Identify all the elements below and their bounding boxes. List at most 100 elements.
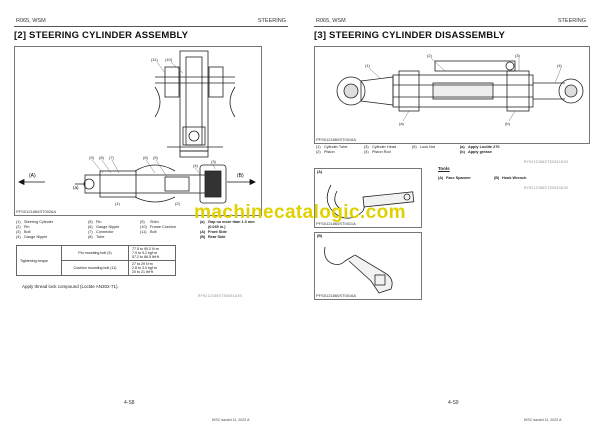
legend-num: (11) xyxy=(140,230,147,235)
tool-b-caption: PFS0121860ST0016A xyxy=(316,293,357,298)
legend-num: (a) xyxy=(460,145,465,149)
legend-row: (2)Pin(6)Gauge Nipple(10)Frame Cushion xyxy=(16,225,194,230)
tool-b-label: (B) xyxy=(317,234,323,238)
table-row: Cushion mounting bolt (11) 27 to 29 N·m … xyxy=(17,260,176,276)
hook-wrench-drawing xyxy=(324,246,393,294)
assembly-figure: (A) (B) (a) (11) (10) (9) (8) (7) (6) (5… xyxy=(14,46,262,216)
legend-row: (0.039 in.) xyxy=(200,225,255,230)
figure-caption: PFS0121860ST0016A xyxy=(316,137,357,142)
legend-num: (4) xyxy=(364,150,369,155)
legend-text: Bolt xyxy=(150,230,157,235)
legend-row: (A)Front Side xyxy=(200,230,255,235)
tool-a-figure xyxy=(314,168,422,228)
legend-num: (4) xyxy=(16,235,21,240)
legend-row: (A)Face Spanner (B)Hook Wrench xyxy=(438,176,526,181)
page-number: 4-S9 xyxy=(448,400,459,406)
legend-text: Face Spanner xyxy=(446,176,471,180)
legend-text: Steering Cylinder xyxy=(24,220,54,224)
tool-a-caption: PFS0121860ST0011A xyxy=(316,221,356,226)
legend-num: (A) xyxy=(438,176,444,180)
right-page: R065, WSM STEERING [3] STEERING CYLINDER… xyxy=(300,0,600,424)
figure-caption: PFS0121860ST0026A xyxy=(16,209,57,214)
torque-table: Tightening torque Pin mounting bolt (3) … xyxy=(16,245,176,276)
legend-num: (7) xyxy=(88,230,93,235)
legend-num: (1) xyxy=(16,220,21,224)
document-code: RY9212186STS0053US0 xyxy=(524,186,569,190)
header-rule xyxy=(14,26,288,27)
svg-text:(9): (9) xyxy=(89,155,95,160)
svg-text:(6): (6) xyxy=(143,155,149,160)
svg-text:(a): (a) xyxy=(399,121,405,126)
parts-legend: (1)Steering Cylinder (5)Pin (9) Shim (2)Pin… xyxy=(16,220,194,240)
legend-num: (1) xyxy=(316,145,321,149)
legend-row: (a)Gap no more than 1.0 mm xyxy=(200,220,255,225)
legend-text: Apply Loctite 270 xyxy=(468,145,500,149)
svg-text:(3): (3) xyxy=(211,159,217,164)
torque-value: 77.5 to 90.2 N·m xyxy=(132,247,159,251)
torque-value: 7.9 to 9.2 kgf·m xyxy=(132,251,157,255)
legend-row: (1)Cylinder Tube(3)Cylinder Head(5)Lock … xyxy=(316,145,499,150)
footer-issue: KiSC issued 11, 2022 A xyxy=(524,418,562,422)
svg-text:(A): (A) xyxy=(29,173,36,179)
legend-num: (5) xyxy=(88,220,93,224)
header-model: R065, WSM xyxy=(16,18,46,24)
table-row: Tightening torque Pin mounting bolt (3) … xyxy=(16,245,176,276)
legend-num: (a) xyxy=(200,220,205,224)
torque-values: 27 to 29 N·m 2.8 to 3.0 kgf·m 20 to 21 l… xyxy=(128,260,176,276)
svg-text:(2): (2) xyxy=(427,53,433,58)
svg-text:(5): (5) xyxy=(153,155,159,160)
legend-text: Cylinder Tube xyxy=(324,145,348,149)
legend-num: (2) xyxy=(16,225,21,230)
legend-num: (8) xyxy=(88,235,93,240)
assembly-drawing: (A) (B) (a) (11) (10) (9) (8) (7) (6) (5… xyxy=(18,50,256,206)
tool-a-label: (A) xyxy=(317,170,323,174)
face-spanner-drawing xyxy=(326,184,415,219)
tools-heading: Tools xyxy=(438,166,450,171)
legend-row: (2)Piston(4)Piston Rod(b)Apply grease xyxy=(316,150,499,155)
legend-num: (9) xyxy=(140,220,145,224)
torque-value: 20 to 21 lbf·ft xyxy=(132,270,153,274)
header-rule xyxy=(314,26,588,27)
torque-values: 77.5 to 90.2 N·m 7.9 to 9.2 kgf·m 57.2 t… xyxy=(128,245,176,261)
legend-text: Rear Side xyxy=(208,235,226,240)
header-section: STEERING xyxy=(557,18,586,24)
legend-row: (1)Steering Cylinder (5)Pin (9) Shim xyxy=(16,220,194,225)
legend-num: (3) xyxy=(16,230,21,235)
legend-row: (B)Rear Side xyxy=(200,235,255,240)
page-number: 4-S8 xyxy=(124,400,135,406)
legend-num: (b) xyxy=(460,150,465,155)
legend-text: Shim xyxy=(150,220,159,224)
svg-text:(1): (1) xyxy=(365,63,371,68)
dimension-legend: (a)Gap no more than 1.0 mm (0.039 in.) (… xyxy=(200,220,255,240)
legend-num: (5) xyxy=(412,145,417,149)
footer-issue: KiSC issued 11, 2022 A xyxy=(212,418,250,422)
thread-lock-note: Apply thread lock compound (Loctite AN30… xyxy=(22,284,119,289)
svg-text:(b): (b) xyxy=(505,121,511,126)
disassembly-figure: (1) (2) (3) (4) (a) (b) xyxy=(314,46,590,144)
svg-text:(10): (10) xyxy=(165,57,173,62)
legend-text: Tube xyxy=(96,235,105,240)
legend-text: Frame Cushion xyxy=(150,225,176,230)
section-title: [2] STEERING CYLINDER ASSEMBLY xyxy=(14,30,189,41)
legend-text: Hook Wrench xyxy=(502,176,527,180)
torque-label: Tightening torque xyxy=(16,245,62,276)
legend-num: (10) xyxy=(140,225,147,230)
legend-num: (B) xyxy=(494,176,500,180)
legend-num: (3) xyxy=(364,145,369,149)
legend-text: Gap no more than 1.0 mm xyxy=(208,220,255,224)
torque-value: 57.2 to 66.5 lbf·ft xyxy=(132,255,159,259)
svg-text:(8): (8) xyxy=(99,155,105,160)
svg-text:(11): (11) xyxy=(151,57,158,62)
svg-text:(a): (a) xyxy=(73,185,79,190)
legend-row: (3)Bolt(7)Connector(11)Bolt xyxy=(16,230,194,235)
svg-text:(7): (7) xyxy=(109,155,115,160)
legend-text: Pin xyxy=(96,220,102,224)
legend-text: Cylinder Head xyxy=(372,145,397,149)
torque-value: 2.8 to 3.0 kgf·m xyxy=(132,266,157,270)
legend-text: Piston Rod xyxy=(372,150,391,155)
svg-text:(4): (4) xyxy=(193,163,199,168)
parts-legend: (1)Cylinder Tube(3)Cylinder Head(5)Lock … xyxy=(316,145,499,155)
legend-num: (6) xyxy=(88,225,93,230)
torque-item: Pin mounting bolt (3) xyxy=(61,245,129,261)
svg-text:(1): (1) xyxy=(115,201,121,206)
